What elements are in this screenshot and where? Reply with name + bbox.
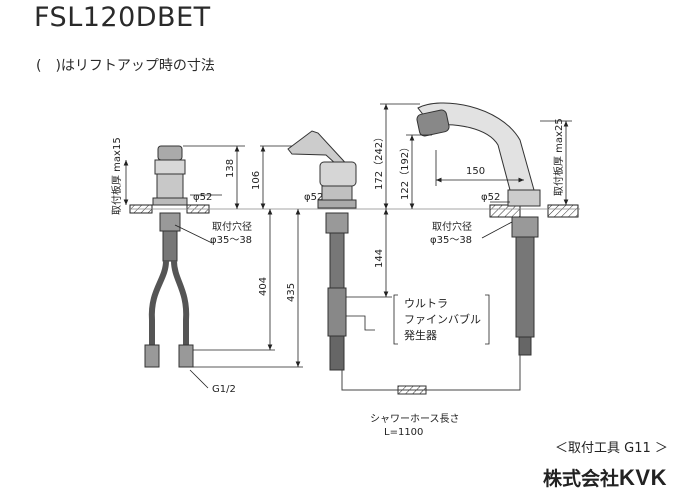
label-dim-144: 144	[374, 249, 385, 268]
label-dim-122: 122（192）	[399, 142, 411, 200]
dimension-lines-left	[123, 145, 303, 368]
faucet-side-view	[287, 130, 357, 371]
label-ultra-1: ウルトラ	[404, 297, 448, 310]
shower-hose-line	[341, 355, 521, 391]
label-dim-150: 150	[466, 166, 485, 177]
label-dim-138: 138	[225, 159, 236, 178]
label-ultra-2: ファインバブル	[404, 312, 481, 326]
faucet-front-view	[144, 145, 194, 368]
label-dia-left: φ52	[193, 192, 212, 203]
label-dia-right: φ52	[481, 192, 500, 203]
shower-hose-coil	[397, 385, 427, 395]
tool-note: ＜取付工具 G11 ＞	[555, 441, 668, 456]
faucet-pullout-view	[416, 102, 541, 356]
model-title: FSL120DBET	[34, 2, 211, 33]
label-thickness-left: 取付板厚 max15	[110, 137, 123, 215]
label-hole-right-1: 取付穴径	[432, 220, 472, 233]
dimension-lines-right	[346, 103, 572, 298]
label-g12: G1/2	[212, 384, 236, 395]
kvk-logo: KVK	[619, 465, 667, 490]
label-dim-404: 404	[258, 277, 269, 296]
label-ultra-3: 発生器	[404, 328, 437, 342]
brand: 株式会社KVK	[543, 464, 667, 491]
label-thickness-right: 取付板厚 max25	[552, 118, 565, 196]
label-dim-172: 172（242）	[373, 132, 385, 190]
label-hose-1: シャワーホース長さ	[370, 413, 460, 425]
label-dia-mid: φ52	[304, 192, 323, 203]
label-hole-left-2: φ35〜38	[210, 235, 252, 246]
label-hose-2: L=1100	[384, 427, 423, 438]
lift-note: ( )はリフトアップ時の寸法	[36, 58, 215, 74]
label-hole-left-1: 取付穴径	[212, 220, 252, 233]
label-hole-right-2: φ35〜38	[430, 235, 472, 246]
brand-prefix: 株式会社	[543, 468, 620, 490]
countertop-right	[489, 204, 579, 218]
label-dim-435: 435	[286, 283, 297, 302]
ultrafine-bubble-bracket	[189, 294, 490, 389]
label-dim-106: 106	[251, 171, 262, 190]
